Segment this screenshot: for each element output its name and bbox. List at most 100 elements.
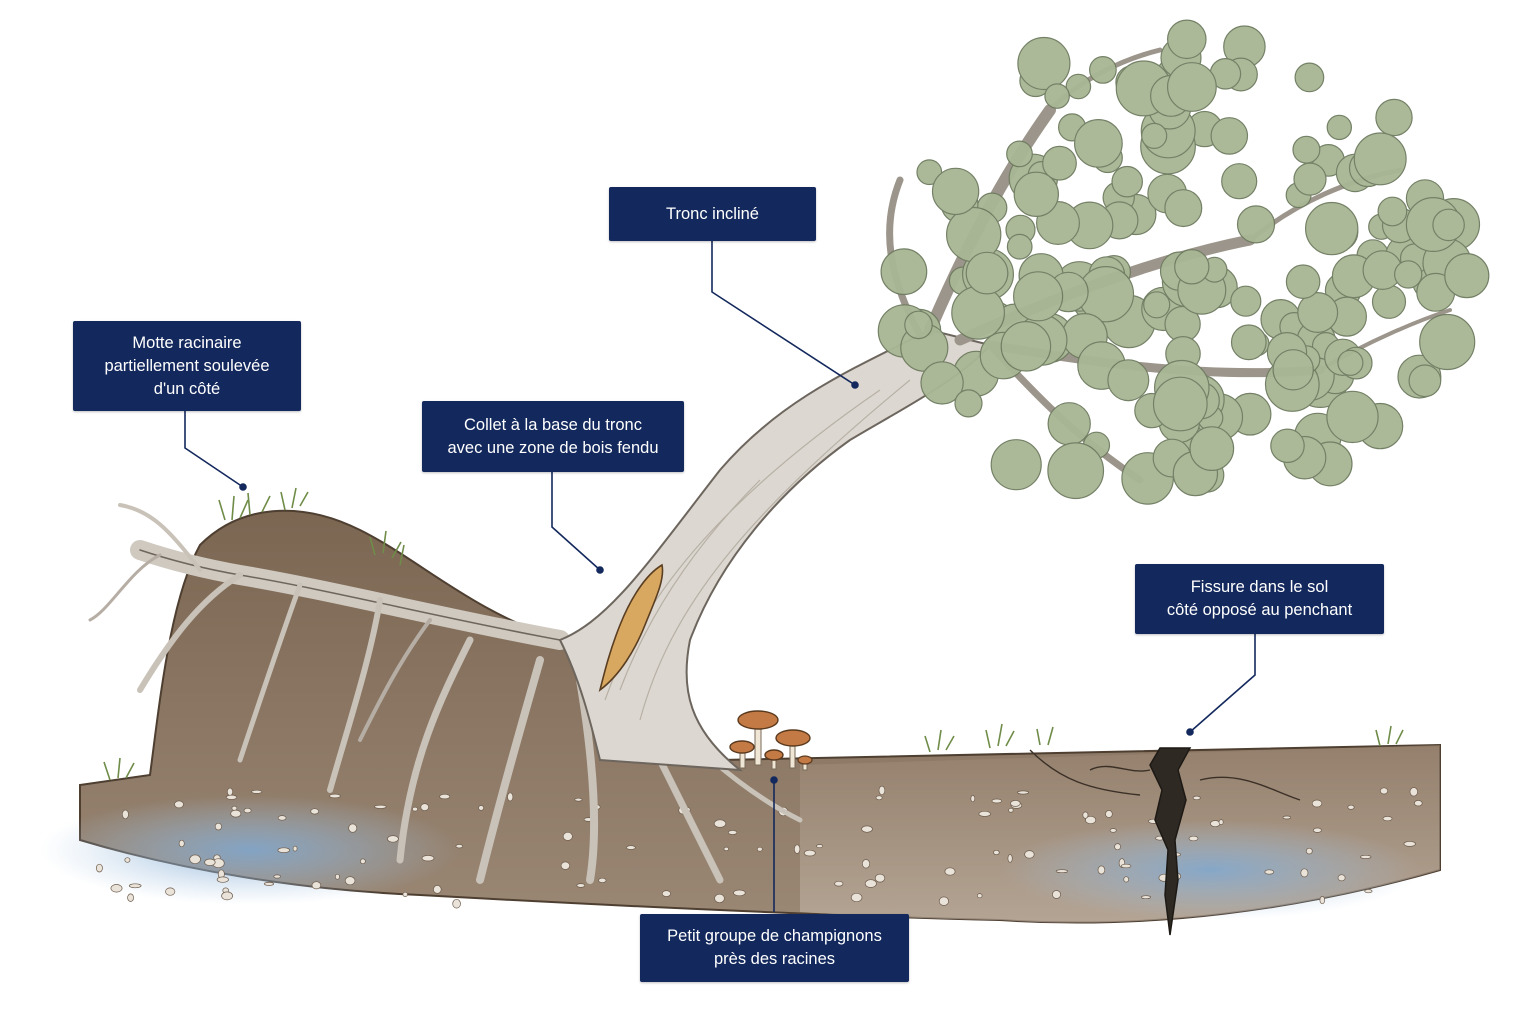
gravel-speck [756, 846, 763, 852]
gravel-speck [993, 849, 1000, 856]
leaf-clump [1044, 83, 1070, 109]
water-layer-left [40, 795, 460, 905]
leaf-clump [1088, 56, 1117, 84]
gravel-speck [311, 881, 322, 890]
label-champignons-line2: près des racines [713, 950, 836, 968]
gravel-speck [1337, 874, 1346, 882]
gravel-speck [816, 844, 824, 849]
gravel-speck [1017, 790, 1029, 795]
gravel-speck [713, 819, 727, 828]
gravel-speck [226, 787, 234, 796]
gravel-speck [216, 876, 229, 883]
label-fissure-line1: Fissure dans le sol [1190, 578, 1329, 596]
leaf-clump [1143, 291, 1171, 319]
leaf-clump [1047, 442, 1105, 500]
gravel-speck [723, 846, 729, 852]
gravel-speck [189, 854, 201, 865]
gravel-speck [292, 845, 298, 852]
leaf-clump [1371, 284, 1407, 319]
gravel-speck [978, 810, 991, 817]
gravel-speck [421, 855, 435, 862]
gravel-speck [944, 867, 956, 876]
gravel-speck [174, 800, 184, 809]
leaf-clump [965, 251, 1009, 295]
leader-motte [184, 410, 244, 488]
label-fissure: Fissure dans le sol côté opposé au pench… [1135, 564, 1384, 634]
crack-lines [1029, 749, 1301, 801]
leaf-clump [1293, 162, 1327, 196]
leaf-clump [1292, 135, 1321, 164]
gravel-speck [1010, 800, 1021, 807]
gravel-speck [1097, 865, 1106, 875]
leaf-clump [1006, 140, 1033, 168]
gravel-speck [344, 876, 356, 886]
gravel-speck [1347, 804, 1355, 810]
gravel-speck [850, 892, 863, 903]
gravel-speck [402, 891, 408, 897]
gravel-speck [214, 822, 222, 831]
leaf-clump [1337, 349, 1364, 376]
gravel-speck [576, 883, 586, 888]
gravel-speck [1114, 843, 1121, 851]
leaf-clump [1210, 117, 1249, 155]
gravel-speck [127, 893, 134, 902]
leaf-clump [1272, 349, 1314, 391]
water-layer-right [1000, 820, 1420, 920]
leaf-clump [1285, 264, 1321, 300]
leaf-clump [1377, 196, 1408, 227]
leaf-clump [1073, 118, 1123, 168]
gravel-speck [273, 874, 281, 879]
leaf-clump [1152, 376, 1208, 432]
gravel-speck [1109, 828, 1117, 833]
leaf-clump [920, 361, 964, 405]
label-motte-line1: Motte racinaire [132, 333, 242, 352]
leaf-clump [990, 439, 1042, 491]
label-champignons: Petit groupe de champignons près des rac… [640, 914, 909, 982]
leaf-clump [1230, 285, 1262, 317]
leaf-clump [916, 159, 943, 186]
gravel-speck [1120, 863, 1132, 869]
gravel-speck [626, 845, 636, 850]
gravel-speck [1409, 787, 1418, 797]
gravel-speck [1403, 841, 1416, 847]
gravel-speck [1379, 787, 1389, 795]
gravel-speck [1055, 869, 1069, 874]
gravel-speck [574, 797, 583, 802]
gravel-speck [727, 830, 738, 835]
root-system [88, 503, 803, 884]
leaf-clump [1297, 292, 1339, 334]
gravel-speck [165, 887, 176, 896]
gravel-speck [221, 891, 233, 901]
gravel-speck [1210, 820, 1221, 828]
leaf-clump [1013, 171, 1060, 217]
gravel-speck [1218, 819, 1224, 825]
gravel-speck [598, 877, 607, 883]
gravel-speck [128, 883, 142, 889]
leaf-clump [1111, 165, 1143, 198]
leaf-clump [1012, 271, 1064, 322]
label-tronc-incline: Tronc incliné [609, 187, 816, 241]
gravel-speck [1364, 889, 1373, 894]
gravel-speck [1052, 890, 1061, 899]
gravel-speck [251, 789, 263, 794]
gravel-speck [310, 808, 320, 815]
leaf-clump [1167, 19, 1207, 60]
gravel-speck [433, 885, 442, 894]
gravel-speck [1311, 799, 1323, 808]
leaf-clump [1326, 114, 1353, 141]
leaf-clump [931, 167, 980, 216]
leaf-clump [1221, 163, 1258, 200]
leader-fissure [1189, 634, 1256, 733]
gravel-speck [412, 806, 418, 812]
leaf-clump [1166, 62, 1217, 112]
gravel-speck [861, 859, 871, 869]
leaf-clump [1419, 313, 1476, 371]
leaf-clump [1006, 233, 1033, 260]
gravel-speck [230, 809, 242, 818]
gravel-speck [277, 847, 291, 853]
gravel-speck [803, 849, 816, 857]
leader-collet [551, 472, 601, 571]
leaf-clump [904, 310, 933, 340]
gravel-speck [834, 880, 844, 887]
